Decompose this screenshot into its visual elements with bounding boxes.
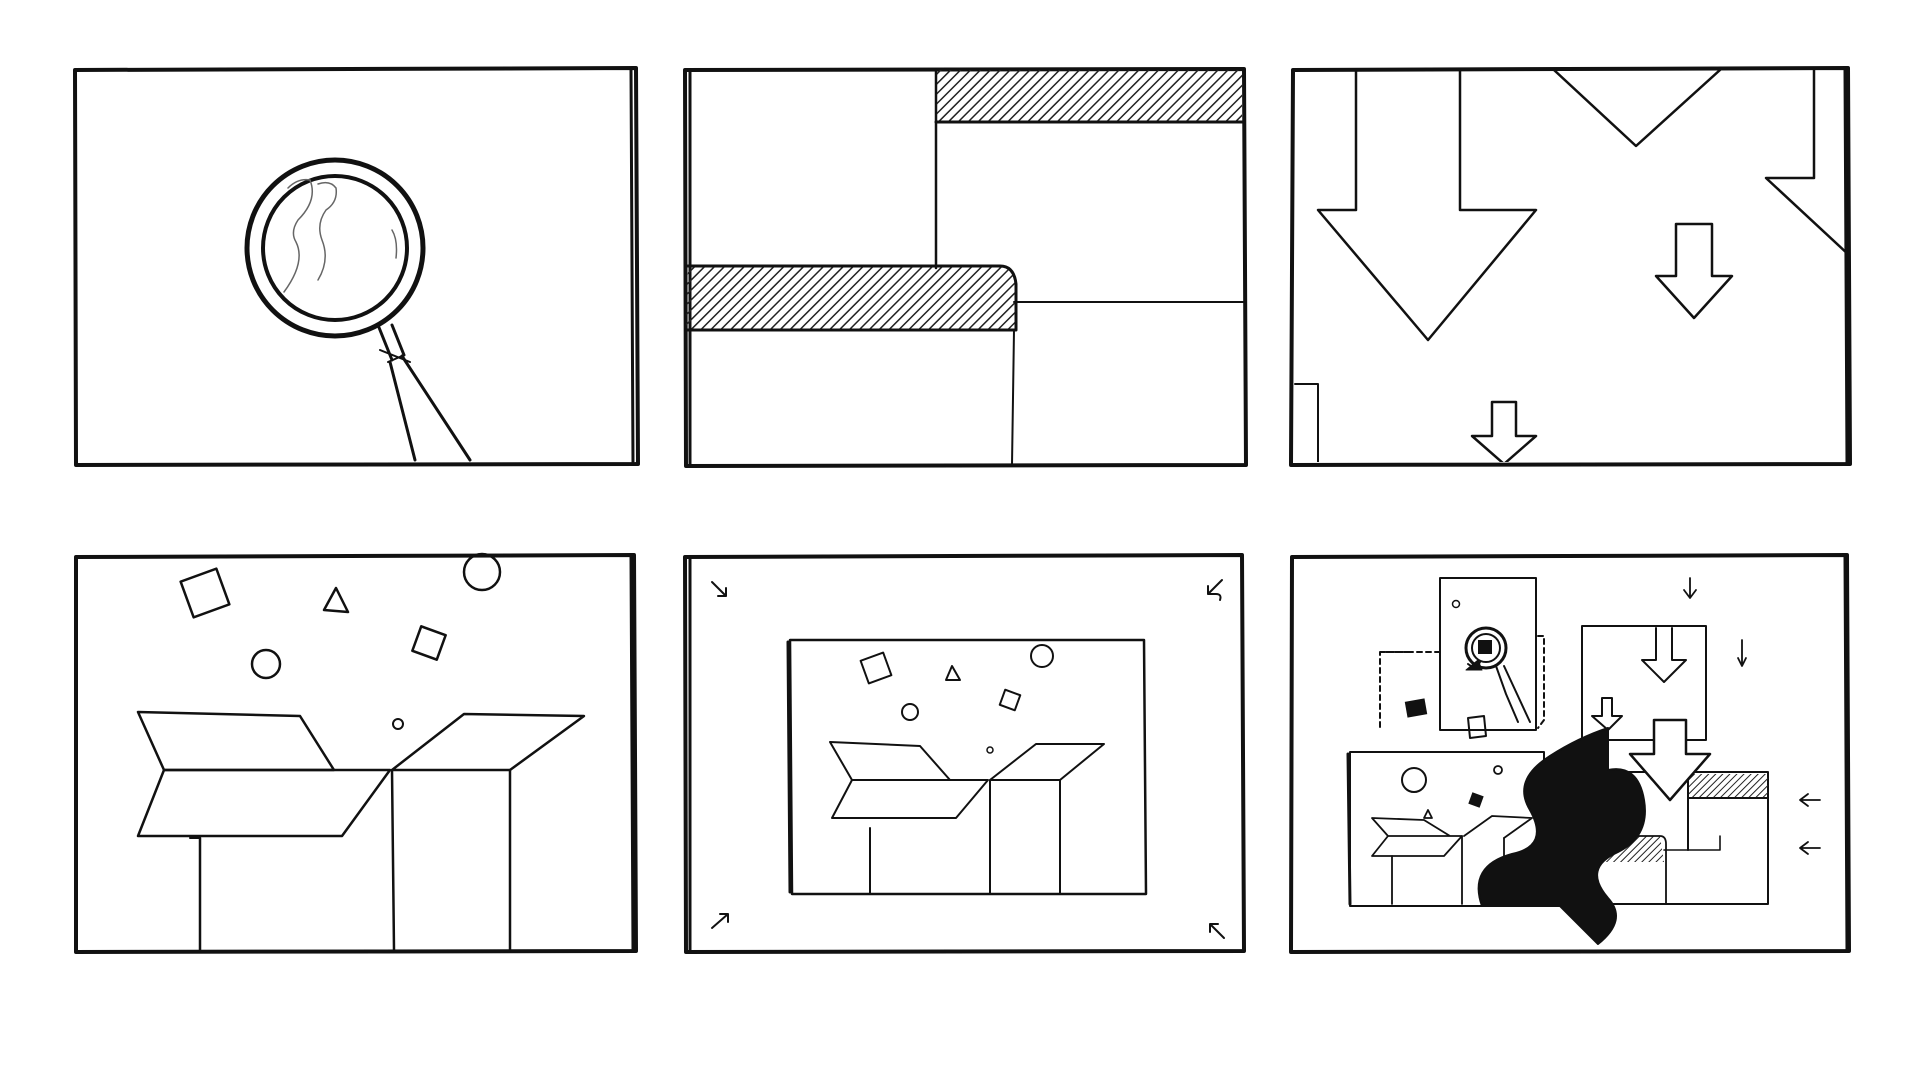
open-box-icon bbox=[829, 741, 1105, 895]
panel-5-zoom-out bbox=[683, 553, 1246, 954]
panel-4-open-box bbox=[74, 552, 638, 954]
arrow-down-icon bbox=[1316, 70, 1538, 342]
panel-1-magnifier bbox=[73, 66, 640, 467]
open-box-icon bbox=[136, 710, 586, 952]
panel-3-arrows-down bbox=[1289, 66, 1852, 467]
arrow-down-icon bbox=[1654, 222, 1734, 320]
corner-arrow-icon bbox=[711, 579, 1225, 939]
panel-2-hatched-bars bbox=[683, 67, 1248, 468]
panel-6-composite bbox=[1289, 553, 1851, 954]
magnifying-glass-icon bbox=[1439, 577, 1537, 731]
arrow-down-icon bbox=[1470, 400, 1538, 462]
magnifying-glass-icon bbox=[244, 157, 472, 462]
